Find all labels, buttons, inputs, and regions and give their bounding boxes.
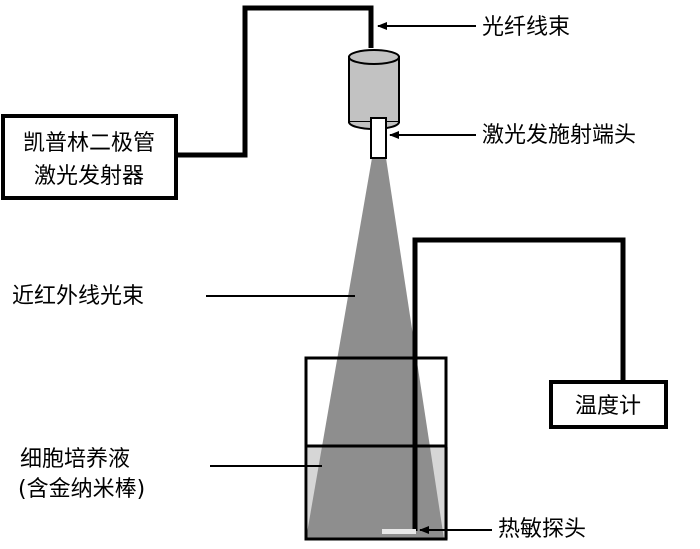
laser-emitter-box (1, 114, 178, 200)
thermal-probe-label: 热敏探头 (498, 517, 586, 542)
emitter-tip (370, 117, 387, 159)
probe-wire (412, 237, 626, 531)
thermal-probe-sensor (382, 529, 416, 534)
fiber-bundle-label: 光纤线束 (482, 15, 570, 40)
emitter-tip-label: 激光发施射端头 (482, 123, 636, 148)
laser-label-line2: 激光发射器 (34, 164, 144, 189)
laser-label-line1: 凯普林二极管 (23, 131, 155, 156)
beaker (304, 356, 448, 541)
culture-label-line2: (含金纳米棒) (18, 477, 145, 502)
culture-label-line1: 细胞培养液 (20, 447, 130, 472)
thermometer-label: 温度计 (575, 394, 641, 419)
thermometer-box (549, 380, 668, 429)
fiber-cable (176, 5, 374, 158)
nir-beam-label: 近红外线光束 (12, 284, 144, 309)
nir-beam-cone (306, 158, 444, 539)
